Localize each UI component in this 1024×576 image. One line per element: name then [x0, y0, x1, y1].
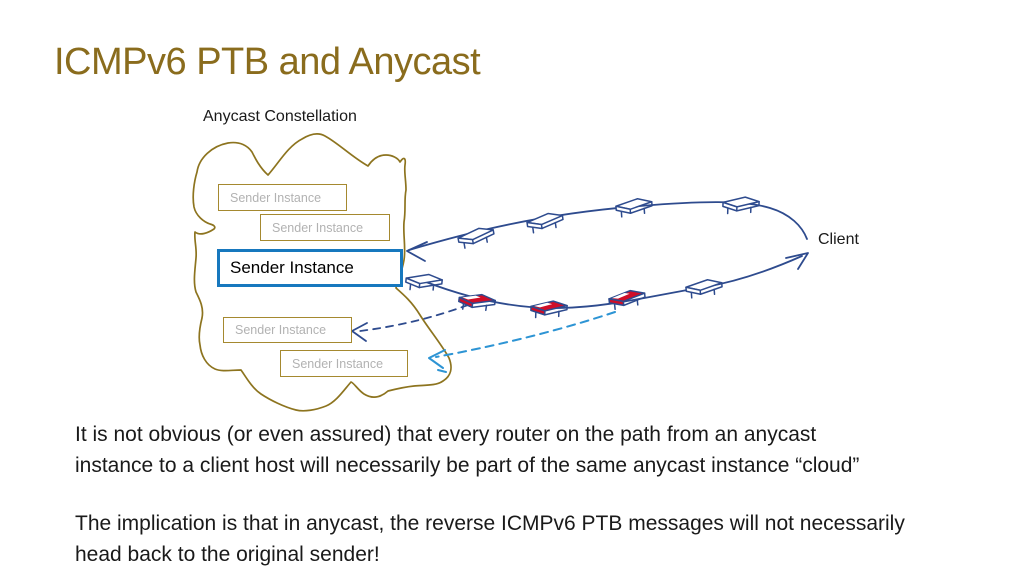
router-icon	[404, 271, 444, 294]
ptb-return-dashed-light	[435, 311, 616, 358]
arrow-ptb-dark-icon	[351, 322, 368, 342]
sender-instance-label: Sender Instance	[235, 323, 327, 337]
sender-instance-box-5: Sender Instance	[280, 350, 408, 377]
paragraph-2-line-1: The implication is that in anycast, the …	[75, 512, 905, 535]
arrow-to-client-icon	[785, 252, 809, 270]
page-title: ICMPv6 PTB and Anycast	[54, 41, 481, 83]
sender-instance-label: Sender Instance	[272, 220, 364, 235]
router-icon	[721, 195, 760, 216]
red-router-icon	[607, 288, 647, 311]
anycast-cloud-outline	[192, 133, 452, 412]
anycast-constellation-label: Anycast Constellation	[203, 108, 357, 125]
sender-instance-box-2: Sender Instance	[260, 214, 390, 241]
slide-body-text: It is not obvious (or even assured) that…	[75, 419, 1005, 570]
paragraph-1: It is not obvious (or even assured) that…	[75, 419, 1005, 481]
router-icon	[614, 197, 654, 218]
router-icon	[684, 278, 724, 299]
sender-instance-box-selected: Sender Instance	[217, 249, 403, 287]
paragraph-1-line-2: instance to a client host will necessari…	[75, 454, 860, 477]
ptb-light-stray-dash	[437, 369, 447, 373]
router-icon	[525, 210, 565, 235]
paragraph-2: The implication is that in anycast, the …	[75, 508, 1005, 570]
sender-instance-label: Sender Instance	[230, 190, 322, 205]
arrow-to-instance-icon	[406, 241, 428, 262]
ptb-return-dashed-dark	[359, 304, 469, 332]
client-label: Client	[818, 231, 859, 248]
sender-instance-box-4: Sender Instance	[223, 317, 352, 343]
sender-instance-label: Sender Instance	[230, 258, 354, 277]
router-icon	[456, 225, 497, 250]
paragraph-1-line-1: It is not obvious (or even assured) that…	[75, 423, 817, 446]
paragraph-2-line-2: head back to the original sender!	[75, 543, 380, 566]
sender-instance-box-1: Sender Instance	[218, 184, 347, 211]
arrow-ptb-light-icon	[428, 349, 446, 369]
red-router-icon	[529, 299, 568, 320]
sender-instance-label: Sender Instance	[292, 356, 384, 371]
